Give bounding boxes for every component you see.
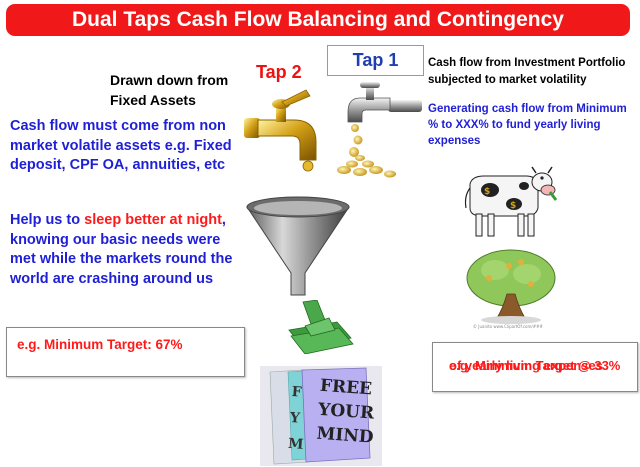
svg-text:YOUR: YOUR: [317, 400, 376, 424]
funnel-icon: [246, 196, 350, 296]
tap1-target-line2: of yearly living expenses: [449, 358, 603, 373]
tap2-caption-line2: Fixed Assets: [110, 92, 196, 108]
cash-stack-icon: [288, 300, 354, 354]
tap2-target-text: e.g. Minimum Target: 67%: [17, 337, 183, 352]
tap1-description: Cash flow from Investment Portfolio subj…: [428, 57, 626, 86]
free-your-mind-poster: FREE YOUR MIND F Y M: [260, 366, 382, 466]
silver-faucet-coins-icon: [337, 82, 422, 178]
svg-text:FREE: FREE: [319, 376, 372, 400]
tap2-caption: Drawn down from Fixed Assets: [110, 70, 228, 110]
svg-text:$: $: [484, 187, 490, 197]
money-tree-icon: © Juanito www.ClipartOf.com/###: [466, 249, 556, 329]
tap2-paragraph-2-highlight: sleep better at night: [84, 212, 222, 228]
svg-text:M: M: [287, 436, 304, 453]
tap1-target-box: e.g. Minimum Target @ 33% of yearly livi…: [432, 342, 638, 392]
tap2-paragraph-2-after: , knowing our basic needs were met while…: [10, 212, 233, 287]
title-banner: Dual Taps Cash Flow Balancing and Contin…: [6, 4, 630, 36]
tap2-target-box: e.g. Minimum Target: 67%: [6, 327, 245, 377]
svg-text:$: $: [510, 201, 516, 211]
svg-text:MIND: MIND: [316, 424, 375, 448]
tap1-generating-text: Generating cash flow from Minimum % to X…: [428, 103, 627, 147]
cash-cow-icon: $ $: [464, 166, 558, 237]
tap2-caption-line1: Drawn down from: [110, 72, 229, 88]
gold-faucet-icon: [244, 89, 317, 172]
page-title: Dual Taps Cash Flow Balancing and Contin…: [71, 8, 564, 31]
tap1-label: Tap 1: [352, 50, 399, 70]
tap1-target-text: e.g. Minimum Target @ 33% of yearly livi…: [441, 350, 637, 384]
svg-text:Y: Y: [288, 410, 301, 427]
tree-credit: © Juanito www.ClipartOf.com/###: [473, 324, 543, 329]
tap1-label-box: Tap 1: [327, 45, 424, 76]
tap2-paragraph-1: Cash flow must come from non market vola…: [10, 118, 232, 173]
tap2-label: Tap 2: [256, 62, 302, 82]
tap2-paragraph-2: Help us to sleep better at night, knowin…: [10, 211, 246, 289]
tap2-paragraph-2-before: Help us to: [10, 212, 85, 228]
svg-text:F: F: [291, 384, 302, 401]
tap1-target-line1: e.g. Minimum Target @ 33%: [449, 358, 621, 373]
